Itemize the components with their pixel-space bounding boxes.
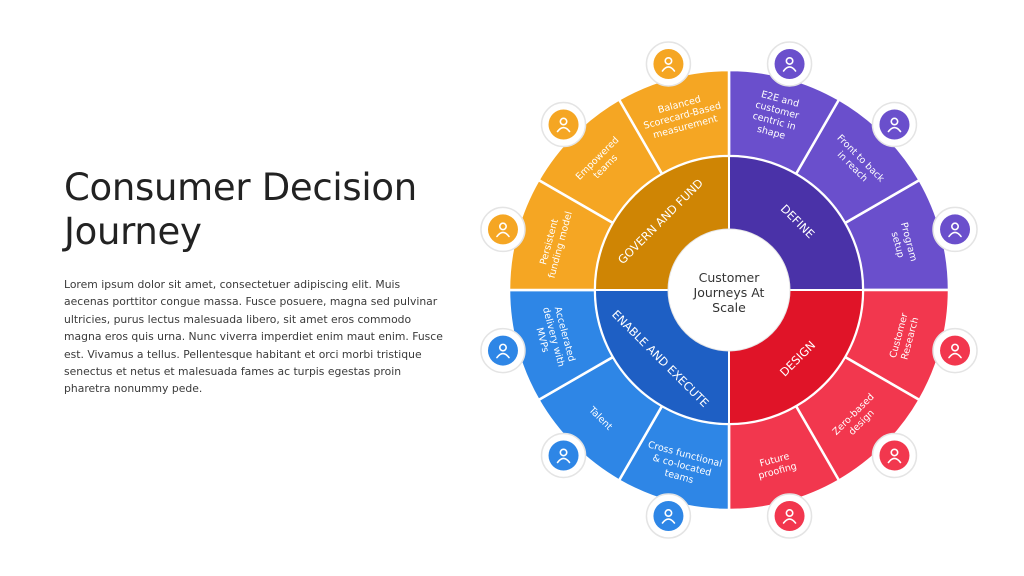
segment-label: Cross functional& co-locatedteams (641, 439, 724, 492)
stopwatch-icon (480, 327, 526, 374)
handshake-icon (480, 206, 526, 253)
outer-ring (507, 68, 951, 512)
star-person-icon (540, 432, 587, 479)
lightbulb-icon (766, 493, 813, 539)
page-title: Consumer Decision Journey (64, 166, 417, 253)
pencil-ruler-icon (871, 432, 918, 479)
body-paragraph: Lorem ipsum dolor sit amet, consectetuer… (64, 278, 443, 396)
icon-badges (480, 41, 978, 539)
signal-tower-icon (871, 101, 918, 148)
hand-gear-icon (932, 206, 978, 253)
balance-scale-icon (645, 41, 692, 87)
segment-label: Accelerateddelivery withMVPs (529, 303, 578, 371)
team-icon (645, 493, 692, 539)
inner-ring (593, 154, 865, 426)
team-circle-icon (540, 101, 587, 148)
center-circle (667, 228, 791, 352)
users-search-icon (932, 327, 978, 374)
target-user-icon (766, 41, 813, 87)
